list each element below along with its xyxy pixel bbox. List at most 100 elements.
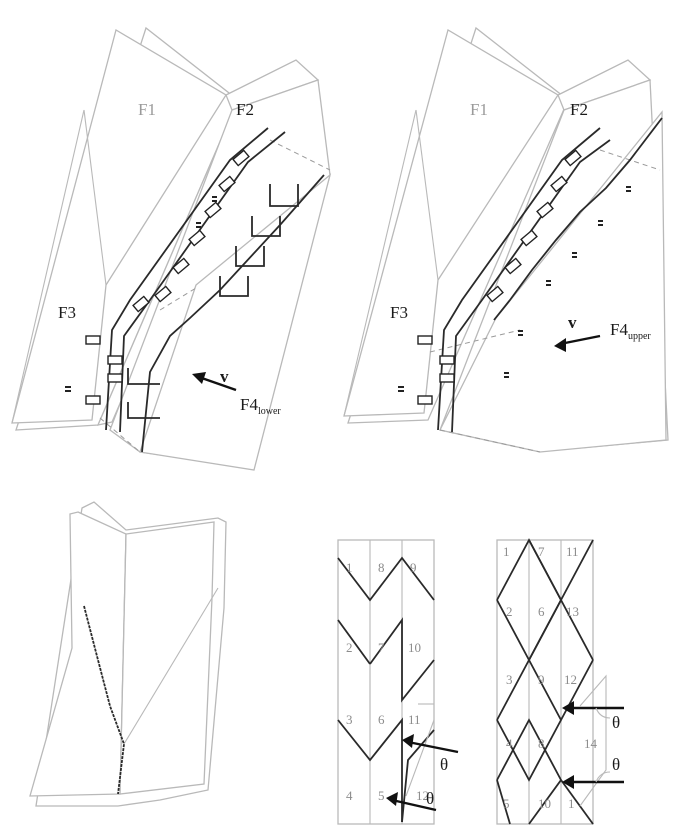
panel-b-label-f3: F3 [390,303,408,322]
pattern-left-cell: 5 [378,788,385,803]
pattern-right-diamond [496,658,594,722]
pattern-left-cell: 7 [378,640,385,655]
pattern-right-angle: θ [612,713,620,732]
pattern-left-cut [401,729,435,823]
panel-a-label-f1: F1 [138,100,156,119]
panel-a-f4-main: F4 [240,395,258,414]
pattern-right-cell: 12 [564,672,577,687]
panel-c-folded-column [29,501,227,807]
pattern-right: 1 7 11 2 6 13 3 9 12 4 8 14 5 10 1 θ θ [496,538,624,825]
panel-a-hidden-edge [159,287,197,311]
panel-a-slits [127,184,299,419]
pattern-right-cell: 11 [566,544,579,559]
panel-a-f4-sub: lower [258,406,281,417]
panel-b-fold-line [343,109,417,417]
panel-b-f4-main: F4 [610,320,628,339]
pattern-right-cell: 3 [506,672,513,687]
panel-a-label-f3: F3 [58,303,76,322]
pattern-right-fold [579,674,607,807]
panel-b-upper-fold: F1 F2 F3 v F4upper [343,26,669,453]
panel-b-hidden-edge [429,329,521,353]
pattern-left-cell: 11 [408,712,421,727]
pattern-left-arrow-head [386,792,398,806]
panel-a-lower-fold: F1 F2 F3 v F4lower [11,26,332,471]
panel-a-fold-line [83,109,107,286]
pattern-right-cell: 7 [538,544,545,559]
pattern-left-cell: 12 [416,788,429,803]
pattern-right-cell: 6 [538,604,545,619]
panel-b-tabs [417,149,582,405]
pattern-left-fold [405,719,435,797]
pattern-left-zigzag [337,717,403,822]
pattern-right-cell: 4 [506,736,513,751]
pattern-left-cell: 9 [410,560,417,575]
panel-b-label-f1: F1 [470,100,488,119]
panel-a-tabs [85,149,250,405]
panel-c-fold [211,587,219,599]
panel-b-cut-edge [493,117,663,321]
pattern-right-angle-arc [595,707,611,719]
panel-c-fold [119,533,127,795]
pattern-right-cell: 10 [538,796,551,811]
pattern-left-arrow-head [402,734,414,748]
pattern-right-diamond [496,718,563,825]
panel-c-crease [83,605,125,795]
pattern-right-arrow-head [562,701,574,715]
panel-b-f4-sub: upper [628,331,651,342]
pattern-right-angle-arc [595,771,611,783]
pattern-left-angle: θ [426,789,434,808]
pattern-right-cell: 1 [503,544,510,559]
panel-a-cut-edge [119,131,286,433]
panel-b-label-f4: F4upper [610,320,651,342]
pattern-right-cell: 14 [584,736,598,751]
pattern-left-arrow [407,740,459,754]
pattern-right-diamond [496,719,562,782]
panel-b-sheet-f1 [343,29,559,417]
pattern-left-zigzag [337,556,435,602]
panel-b-velocity-arrow [559,334,601,346]
panel-b-hidden-edge [439,429,541,453]
panel-b-fold-line [415,109,439,281]
pattern-left-cell: 4 [346,788,353,803]
pattern-left-arrow [391,798,437,812]
pattern-left-cell: 2 [346,640,353,655]
pattern-right-diamond [528,539,563,661]
pattern-left: 1 8 9 2 7 10 3 6 11 4 5 12 θ θ [337,539,459,825]
pattern-left-cell: 1 [346,560,353,575]
panel-c-left-face [29,511,127,797]
panel-b-arrow-head [554,338,566,352]
panel-a-label-f4: F4lower [240,395,281,417]
panel-a-fold-line [11,109,85,424]
panel-a-arrow-head [192,372,206,384]
panel-a-marks [65,196,217,392]
panel-b-marks [398,186,631,392]
pattern-left-cell: 8 [378,560,385,575]
panel-c-right-face [119,521,215,795]
pattern-right-cell: 2 [506,604,513,619]
panel-c-fold [123,597,213,745]
pattern-right-cell: 9 [538,672,545,687]
panel-b-cut-edge [451,139,611,433]
panel-a-sheet-f4 [139,173,332,471]
pattern-left-cell: 6 [378,712,385,727]
panel-b-label-f2: F2 [570,100,588,119]
pattern-right-diamond [560,779,594,825]
pattern-right-cell: 13 [566,604,579,619]
pattern-right-angle: θ [612,755,620,774]
panel-a-sheet-f1 [11,29,227,424]
pattern-left-sheet [337,539,435,825]
pattern-left-zigzag [337,617,435,703]
pattern-right-cell: 1 [568,796,575,811]
pattern-right-sheet [496,539,594,825]
panel-a-label-f2: F2 [236,100,254,119]
pattern-right-cell: 8 [538,736,545,751]
pattern-left-cell: 10 [408,640,421,655]
panel-a-hidden-edge [269,139,331,171]
panel-a-label-v: v [220,367,229,386]
pattern-right-diamond [496,779,511,825]
pattern-right-cell: 5 [503,796,510,811]
pattern-right-arrow-head [562,775,574,789]
panel-b-label-v: v [568,313,577,332]
pattern-left-cell: 3 [346,712,353,727]
